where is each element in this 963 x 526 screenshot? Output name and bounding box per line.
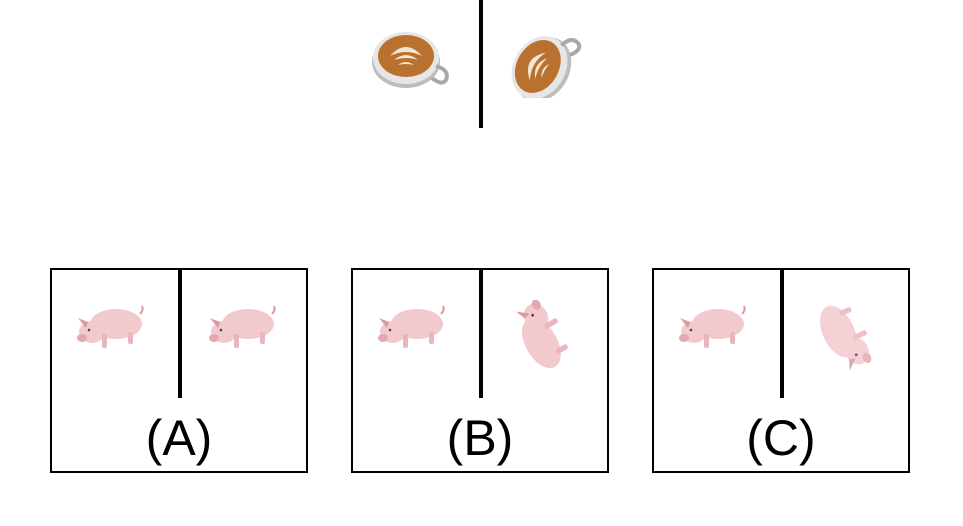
latte-cup-rotated-icon <box>511 36 582 98</box>
pig-mirrored-rotated-icon <box>820 305 872 371</box>
pig-icon <box>77 305 144 348</box>
option-b[interactable]: (B) <box>351 268 609 473</box>
pig-icon <box>378 305 445 348</box>
pig-icon <box>679 305 746 348</box>
option-a-divider <box>178 270 182 398</box>
pig-icon <box>209 305 276 348</box>
option-a[interactable]: (A) <box>50 268 308 473</box>
option-b-divider <box>479 270 483 398</box>
option-c[interactable]: (C) <box>652 268 910 473</box>
option-a-label: (A) <box>145 410 213 466</box>
option-c-label: (C) <box>746 410 816 466</box>
latte-cup-icon <box>372 32 449 88</box>
option-c-divider <box>780 270 784 398</box>
pig-rotated-icon <box>515 300 568 369</box>
reference-divider <box>479 0 483 128</box>
option-b-label: (B) <box>446 410 514 466</box>
